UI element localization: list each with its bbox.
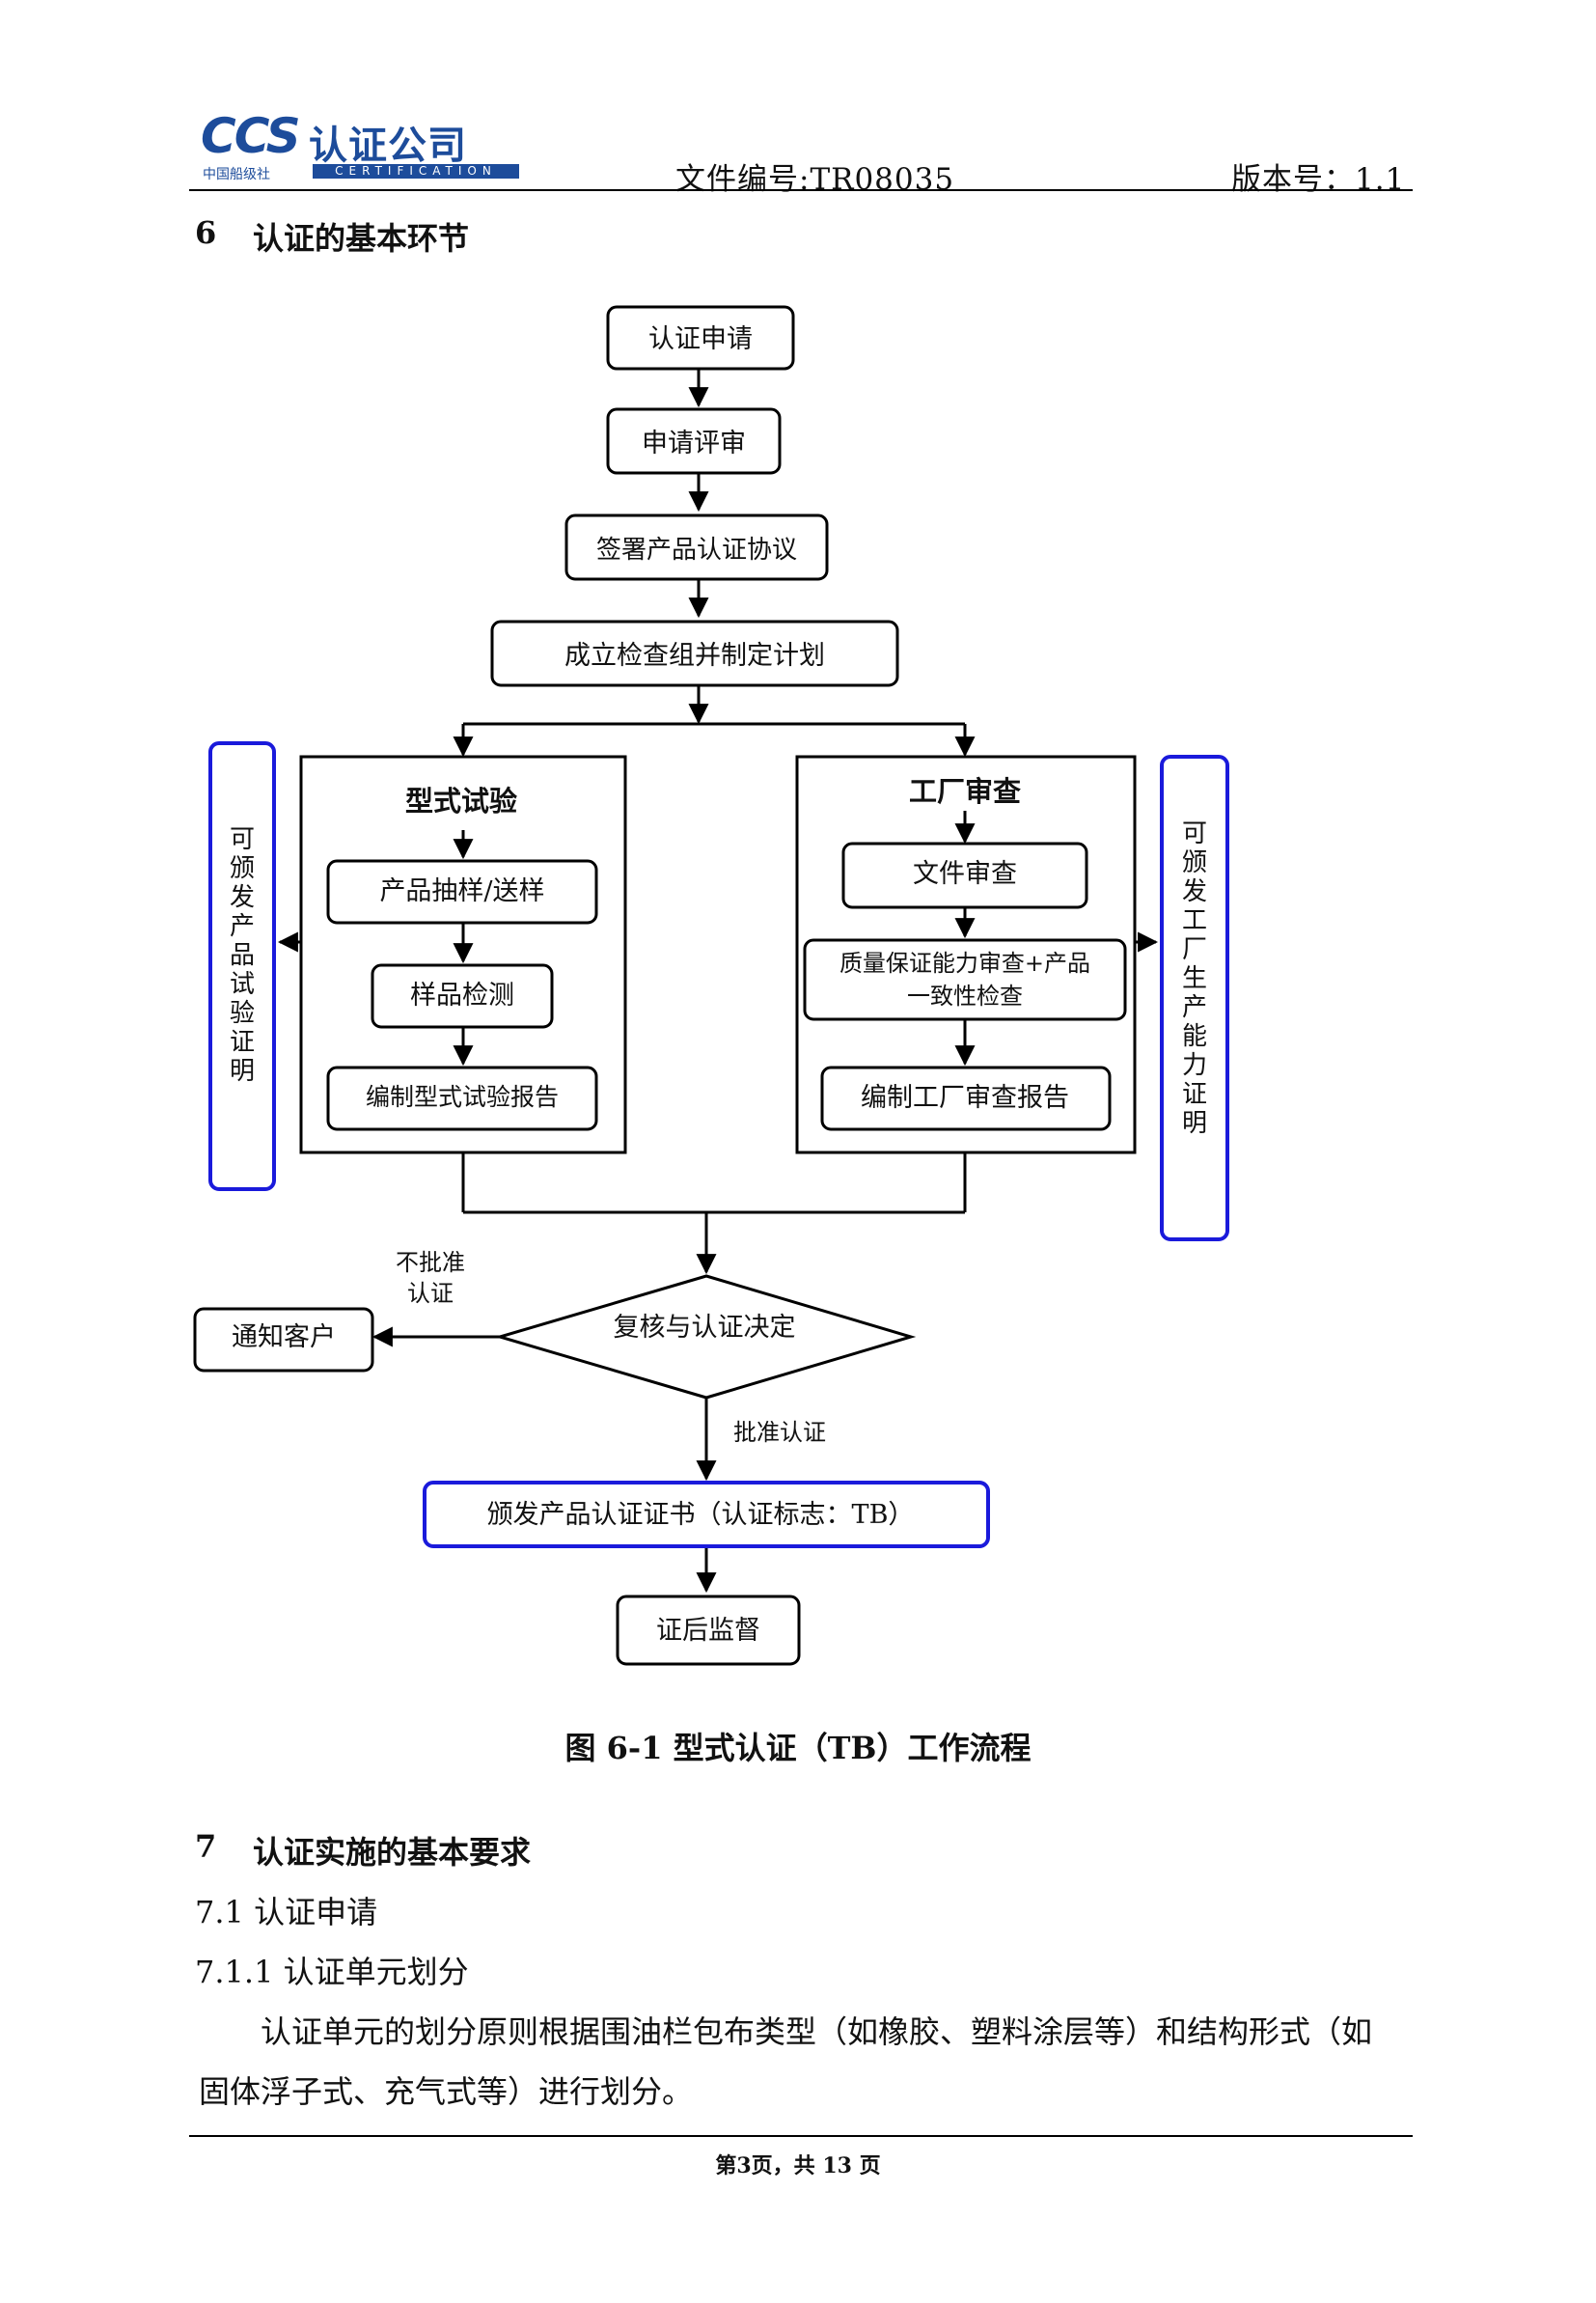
flowchart: 认证申请 申请评审 签署产品认证协议 成立检查组并制定计划 型式试验 产品抽样/… — [193, 305, 1229, 1666]
test-report-label: 编制型式试验报告 — [366, 1083, 559, 1111]
review-apply-box — [606, 407, 782, 475]
qa-review-box — [803, 938, 1127, 1021]
left-side-label: 可颁发产品试验证明 — [230, 825, 255, 1086]
doc-review-label: 文件审查 — [913, 859, 1017, 889]
plan-label: 成立检查组并制定计划 — [564, 641, 825, 671]
factory-audit-title: 工厂审查 — [909, 775, 1021, 808]
reject-label-1: 不批准 — [396, 1249, 465, 1276]
reject-label-2: 认证 — [407, 1280, 454, 1307]
right-side-box — [1160, 755, 1229, 1241]
subsection-7-1-1: 7.1.1 认证单元划分 — [195, 1954, 469, 1990]
apply-box — [606, 305, 795, 371]
left-side-box — [208, 741, 276, 1191]
plan-box — [490, 620, 899, 687]
sign-box — [564, 513, 829, 581]
sample-test-box — [371, 963, 554, 1029]
notify-box — [193, 1307, 374, 1373]
paragraph-line-2: 固体浮子式、充气式等）进行划分。 — [199, 2073, 694, 2110]
sample-test-label: 样品检测 — [410, 981, 514, 1011]
decision-label: 复核与认证决定 — [614, 1313, 796, 1343]
section-6-number: 6 — [195, 214, 217, 251]
approve-label: 批准认证 — [733, 1419, 826, 1446]
header-rule — [189, 189, 1413, 191]
test-report-box — [326, 1066, 598, 1131]
logo-letters: CCS — [201, 108, 301, 164]
section-7-number: 7 — [195, 1828, 217, 1865]
section-7-title: 认证实施的基本要求 — [253, 1834, 532, 1871]
qa-review-label-1: 质量保证能力审查+产品 — [839, 950, 1090, 977]
right-side-label: 可颁发工厂生产能力证明 — [1182, 819, 1207, 1138]
issue-box — [423, 1481, 990, 1548]
qa-review-label-2: 一致性检查 — [907, 983, 1023, 1010]
logo-subtitle: 中国船级社 — [203, 167, 270, 182]
footer-rule — [189, 2135, 1413, 2137]
notify-label: 通知客户 — [232, 1322, 336, 1352]
version-number: 版本号：1.1 — [1231, 162, 1406, 197]
paragraph-line-1: 认证单元的划分原则根据围油栏包布类型（如橡胶、塑料涂层等）和结构形式（如 — [261, 2013, 1373, 2050]
logo-name: 认证公司 — [309, 124, 467, 168]
issue-label: 颁发产品认证证书（认证标志：TB） — [487, 1500, 915, 1530]
sampling-box — [326, 859, 598, 925]
subsection-7-1: 7.1 认证申请 — [195, 1894, 378, 1930]
document-number: 文件编号:TR08035 — [675, 162, 955, 197]
page-footer: 第3页，共 13 页 — [715, 2153, 881, 2178]
sampling-label: 产品抽样/送样 — [379, 876, 544, 906]
audit-report-box — [820, 1066, 1112, 1131]
logo-certification-bar: CERTIFICATION — [313, 164, 519, 179]
sign-label: 签署产品认证协议 — [596, 536, 797, 565]
doc-review-box — [841, 842, 1088, 909]
audit-report-label: 编制工厂审查报告 — [861, 1083, 1069, 1113]
review-apply-label: 申请评审 — [642, 429, 746, 458]
surveillance-label: 证后监督 — [656, 1616, 760, 1646]
section-6-title: 认证的基本环节 — [253, 220, 470, 257]
surveillance-box — [616, 1595, 801, 1666]
type-test-title: 型式试验 — [405, 785, 517, 818]
apply-label: 认证申请 — [648, 324, 753, 354]
figure-caption: 图 6-1 型式认证（TB）工作流程 — [564, 1730, 1032, 1766]
